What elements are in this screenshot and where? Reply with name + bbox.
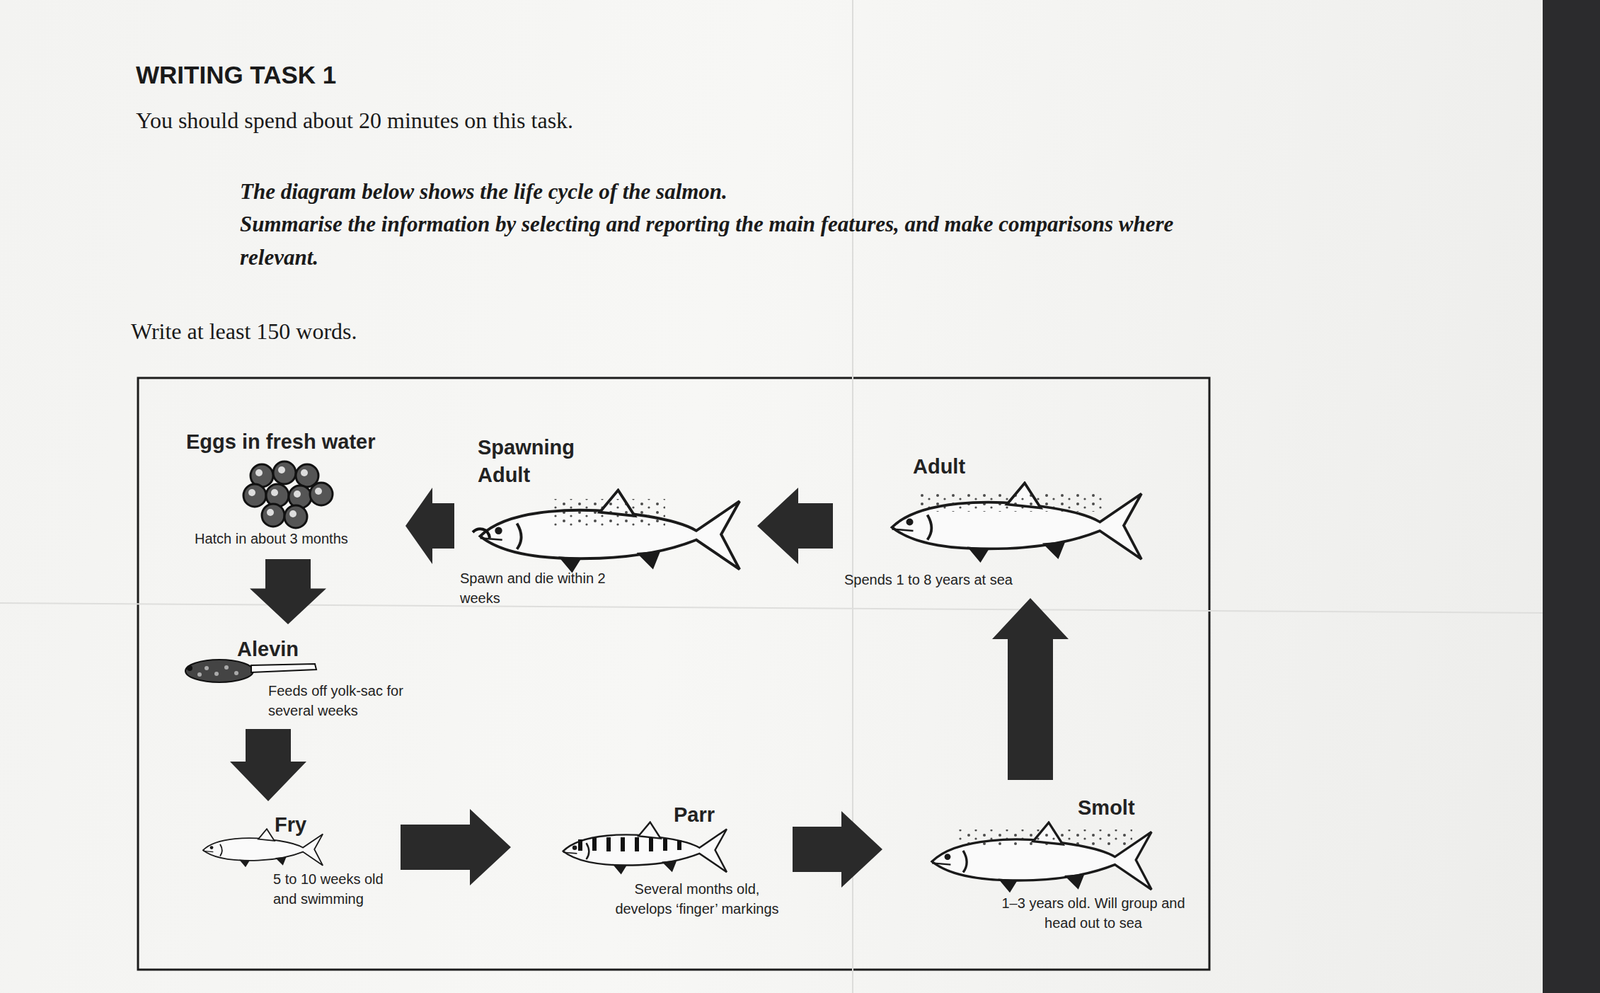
stage-note: 1–3 years old. Will group and head out t… [994,893,1193,933]
life-stage: Spawning AdultSpawn and die within 2 wee… [459,428,752,610]
stage-note: Feeds off yolk-sac for several weeks [268,680,431,721]
life-stage: AdultSpends 1 to 8 years at sea [838,445,1180,593]
task-instruction: The diagram below shows the life cycle o… [239,175,1189,209]
stage-name: Parr [673,801,759,829]
task-instruction: Summarise the information by selecting a… [239,208,1189,274]
stage-arrow [992,597,1069,780]
stage-note: Spends 1 to 8 years at sea [844,569,1078,590]
stage-arrow [792,810,883,888]
stage-note: Several months old, develops ‘finger’ ma… [608,878,786,919]
life-stage: Eggs in fresh waterHatch in about 3 mont… [180,421,400,554]
stage-note: Spawn and die within 2 weeks [459,568,623,608]
stage-arrow [229,728,307,802]
task-heading: WRITING TASK 1 [135,60,337,90]
stage-arrow [249,559,327,625]
time-note: You should spend about 20 minutes on thi… [135,107,1127,134]
stage-name: Alevin [237,635,379,664]
life-stage: Fry 5 to 10 weeks old and swimming [155,806,395,922]
life-stage: Smolt 1–3 years old. Will group and head … [888,785,1201,935]
table-edge [1542,0,1600,993]
stage-arrow [757,487,833,564]
stage-name: Fry [274,810,360,839]
stage-note: Hatch in about 3 months [194,528,393,549]
word-count-note: Write at least 150 words. [130,318,839,345]
stage-name: Smolt [1077,793,1184,822]
life-stage: AlevinFeeds off yolk-sac for several wee… [180,629,437,724]
stage-name: Spawning Adult [477,433,598,489]
stage-name: Eggs in fresh water [186,428,399,456]
stage-name: Adult [912,452,1020,481]
stage-arrow [400,808,511,886]
stage-note: 5 to 10 weeks old and swimming [273,868,394,909]
life-stage: ParrSeveral months old, develops ‘finger… [516,792,787,929]
stage-arrow [405,487,455,564]
